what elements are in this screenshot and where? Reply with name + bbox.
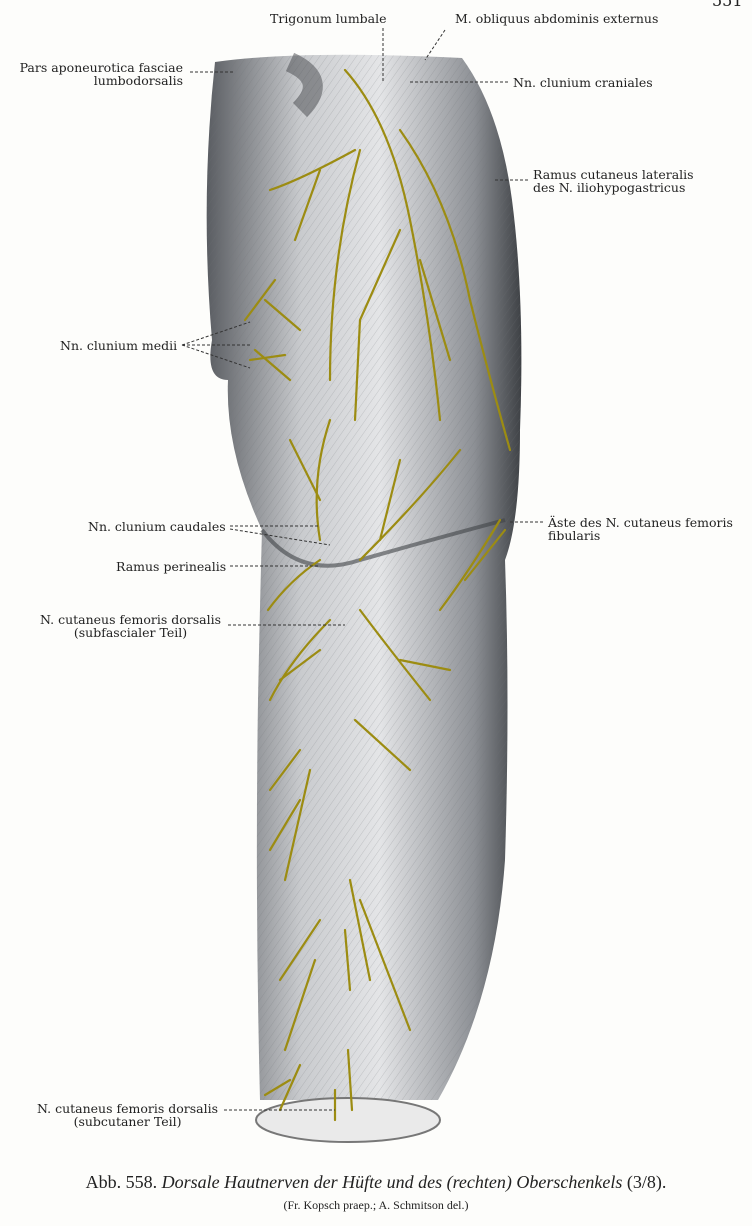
label-aeste-cutaneus-femoris: Äste des N. cutaneus femoris fibularis [548, 516, 733, 542]
leader-lines [181, 28, 545, 1111]
page-number: 551 [712, 0, 743, 10]
label-line2: des N. iliohypogastricus [533, 180, 686, 195]
label-subfascialer-teil: N. cutaneus femoris dorsalis (subfascial… [40, 613, 221, 639]
label-line1: N. cutaneus femoris dorsalis [40, 612, 222, 627]
label-ramus-perinealis: Ramus perinealis [116, 559, 227, 574]
label-line2: (subfascialer Teil) [73, 625, 188, 640]
hip-thigh-muscle-shape [206, 52, 522, 1143]
label-ramus-cutaneus-lateralis: Ramus cutaneus lateralis des N. iliohypo… [533, 168, 694, 194]
label-nn-clunium-craniales: Nn. clunium craniales [513, 75, 653, 90]
figure-caption: Abb. 558. Dorsale Hautnerven der Hüfte u… [0, 1172, 752, 1193]
label-line1: Ramus cutaneus lateralis [533, 167, 694, 182]
figure-number: Abb. 558. [85, 1172, 158, 1192]
label-line1: Äste des N. cutaneus femoris [548, 515, 733, 530]
label-line2: lumbodorsalis [93, 73, 183, 88]
label-m-obliquus: M. obliquus abdominis externus [455, 11, 659, 26]
label-nn-clunium-medii: Nn. clunium medii [60, 338, 178, 353]
label-line2: fibularis [548, 528, 601, 543]
nerve-branches [243, 68, 512, 1122]
figure-credit: (Fr. Kopsch praep.; A. Schmitson del.) [283, 1198, 469, 1212]
label-line2: (subcutaner Teil) [73, 1114, 182, 1129]
figure-scale: (3/8). [626, 1172, 667, 1192]
label-pars-aponeurotica: Pars aponeurotica fasciae lumbodorsalis [20, 61, 183, 87]
label-nn-clunium-caudales: Nn. clunium caudales [88, 519, 226, 534]
label-line1: N. cutaneus femoris dorsalis [37, 1101, 219, 1116]
figure-title: Dorsale Hautnerven der Hüfte und des (re… [161, 1172, 623, 1192]
label-subcutaner-teil: N. cutaneus femoris dorsalis (subcutaner… [37, 1102, 218, 1128]
label-line1: Pars aponeurotica fasciae [19, 60, 183, 75]
label-trigonum-lumbale: Trigonum lumbale [270, 11, 387, 26]
